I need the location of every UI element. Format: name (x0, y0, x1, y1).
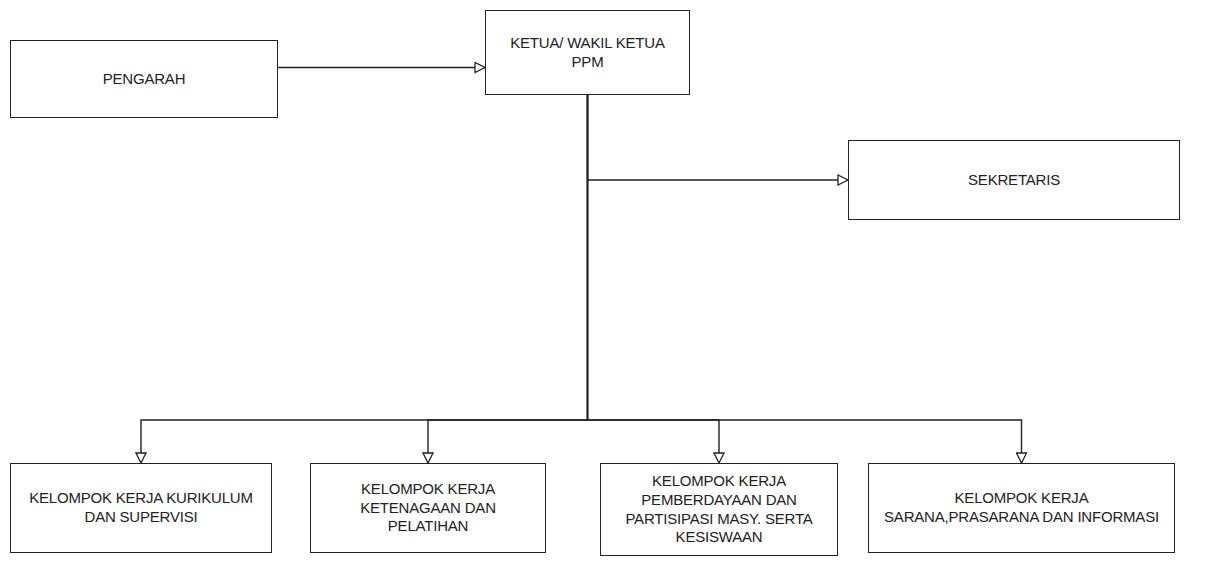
box-label: KELOMPOK KERJA KETENAGAAN DAN PELATIHAN (323, 480, 533, 536)
box-label: KETUA/ WAKIL KETUA PPM (498, 34, 677, 72)
working-group-box: KELOMPOK KERJA KURIKULUM DAN SUPERVISI (10, 463, 272, 553)
box-label: SEKRETARIS (968, 171, 1060, 190)
director-box: PENGARAH (10, 40, 278, 118)
box-label: KELOMPOK KERJA SARANA,PRASARANA DAN INFO… (881, 489, 1162, 527)
chair-box: KETUA/ WAKIL KETUA PPM (485, 10, 690, 95)
box-label: KELOMPOK KERJA PEMBERDAYAAN DAN PARTISIP… (613, 472, 825, 547)
connector-arrow (588, 95, 720, 463)
secretary-box: SEKRETARIS (848, 140, 1180, 220)
box-label: KELOMPOK KERJA KURIKULUM DAN SUPERVISI (23, 489, 259, 527)
box-label: PENGARAH (103, 70, 186, 89)
connector-arrow (278, 67, 485, 68)
working-group-box: KELOMPOK KERJA PEMBERDAYAAN DAN PARTISIP… (600, 463, 838, 556)
connector-arrow (141, 95, 588, 463)
connector-arrow (588, 95, 849, 180)
working-group-box: KELOMPOK KERJA SARANA,PRASARANA DAN INFO… (868, 463, 1175, 553)
working-group-box: KELOMPOK KERJA KETENAGAAN DAN PELATIHAN (310, 463, 546, 553)
connector-arrow (428, 95, 588, 463)
